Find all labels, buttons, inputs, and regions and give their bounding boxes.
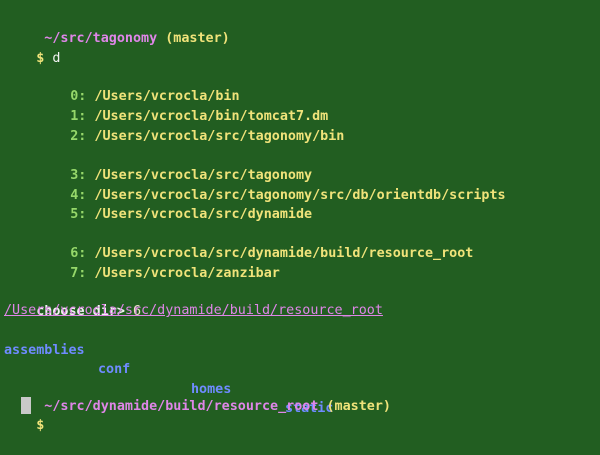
- command-text: d: [44, 50, 61, 66]
- dir-index: 3:: [70, 167, 87, 183]
- dir-index: 5:: [70, 206, 87, 222]
- dir-index: 6:: [70, 245, 87, 261]
- dir-path: /Users/vcrocla/bin: [86, 88, 240, 104]
- listing-item: homes: [191, 381, 232, 397]
- prompt-path: ~/src/tagonomy: [36, 30, 158, 46]
- choose-dir-value: 6: [124, 303, 142, 319]
- listing-item: static: [285, 401, 334, 417]
- listing-item: assemblies: [4, 342, 85, 358]
- prompt-branch: (master): [157, 30, 230, 46]
- prompt-symbol: $: [36, 417, 45, 433]
- prompt-path: ~/src/dynamide/build/resource_root: [36, 398, 319, 414]
- dir-entry: 5: /Users/vcrocla/src/dynamide: [38, 185, 312, 222]
- prompt-branch: (master): [318, 398, 391, 414]
- dir-entry: 1: /Users/vcrocla/bin/tomcat7.dm: [38, 87, 328, 124]
- dir-entry: 7: /Users/vcrocla/zanzibar: [38, 244, 280, 281]
- listing-item: conf: [98, 362, 131, 378]
- dir-entry: 6: /Users/vcrocla/src/dynamide/build/res…: [38, 224, 473, 261]
- dir-entry: 0: /Users/vcrocla/bin: [38, 67, 239, 104]
- command-line: $ d: [4, 29, 60, 66]
- text-cursor: [21, 397, 31, 414]
- dir-path: /Users/vcrocla/src/dynamide/build/resour…: [86, 245, 474, 261]
- dir-path: /Users/vcrocla/src/tagonomy/bin: [86, 128, 345, 144]
- prompt-symbol: $: [36, 50, 45, 66]
- dir-path: /Users/vcrocla/zanzibar: [86, 265, 280, 281]
- dir-path: /Users/vcrocla/src/tagonomy/src/db/orien…: [86, 187, 506, 203]
- dir-index: 1:: [70, 108, 87, 124]
- dir-index: 0:: [70, 88, 87, 104]
- terminal-window[interactable]: ~/src/tagonomy (master) $ d 0: /Users/vc…: [0, 0, 600, 440]
- prompt-line-2: ~/src/dynamide/build/resource_root (mast…: [4, 377, 391, 414]
- prompt-line-1: ~/src/tagonomy (master): [4, 9, 229, 46]
- selected-path: /Users/vcrocla/src/dynamide/build/resour…: [4, 303, 383, 318]
- dir-entry: 3: /Users/vcrocla/src/tagonomy: [38, 146, 312, 183]
- choose-dir-label: choose dir>: [36, 303, 125, 319]
- dir-path: /Users/vcrocla/bin/tomcat7.dm: [86, 108, 329, 124]
- dir-entry: 4: /Users/vcrocla/src/tagonomy/src/db/or…: [38, 166, 505, 203]
- dir-index: 2:: [70, 128, 87, 144]
- dir-index: 7:: [70, 265, 87, 281]
- dir-path: /Users/vcrocla/src/dynamide: [86, 206, 313, 222]
- input-line[interactable]: $: [4, 396, 44, 433]
- dir-index: 4:: [70, 187, 87, 203]
- choose-dir-line: choose dir> 6: [4, 282, 141, 319]
- dir-entry: 2: /Users/vcrocla/src/tagonomy/bin: [38, 107, 344, 144]
- directory-listing: assemblies conf homes static: [4, 321, 600, 417]
- dir-path: /Users/vcrocla/src/tagonomy: [86, 167, 313, 183]
